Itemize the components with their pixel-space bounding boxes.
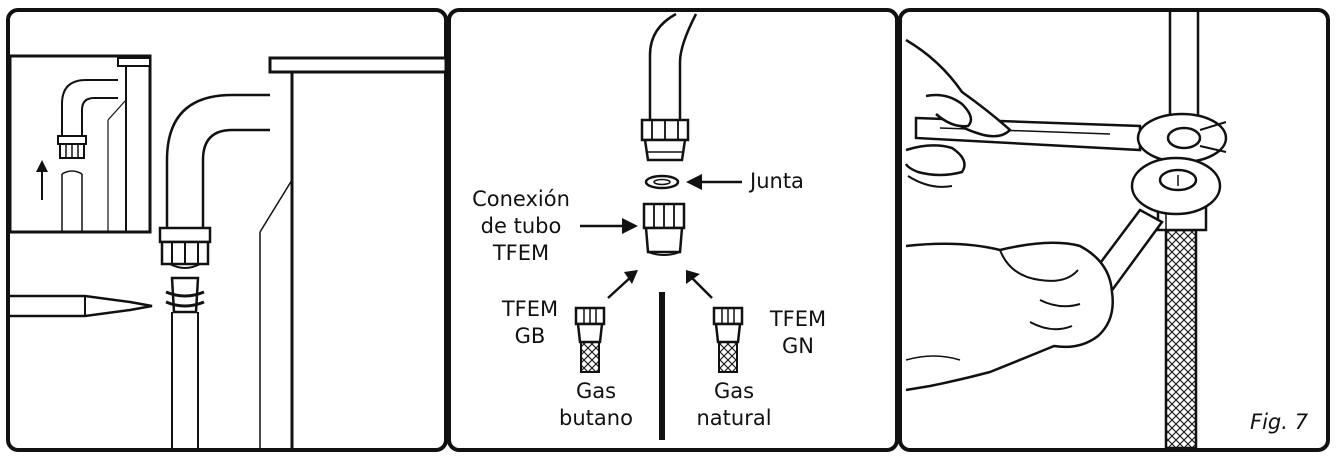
label-tfem-gn: TFEM GN [756,306,840,360]
label-tfem-gn-line-1: TFEM [769,307,827,331]
label-tfem-gn-line-2: GN [782,334,814,358]
panel-3-frame [898,8,1330,452]
figure-label: Fig. 7 [1250,410,1308,434]
label-tfem-gb-line-1: TFEM [501,297,559,321]
braided-hose [1164,228,1198,450]
label-conexion-line-1: Conexión [472,187,570,211]
tfem-gb-fitting [574,306,606,373]
tfem-connector [642,202,686,256]
label-conexion-line-3: TFEM [492,241,550,265]
label-gas-butano-line-1: Gas [575,379,617,403]
label-conexion-tubo-tfem: Conexión de tubo TFEM [458,186,584,267]
label-conexion-line-2: de tubo [480,214,562,238]
label-gas-butano-line-2: butano [559,406,633,430]
label-gas-natural-line-1: Gas [713,379,755,403]
label-tfem-gb-line-2: GB [514,324,546,348]
label-gas-butano: Gas butano [546,378,646,432]
panel-2-connections [447,8,899,452]
upper-hand [904,38,1012,188]
label-gas-natural: Gas natural [684,378,784,432]
panel-3-wrench-tightening [898,8,1330,452]
label-gas-natural-line-2: natural [696,406,772,430]
tfem-gn-fitting [712,306,744,373]
lower-hand [905,241,1114,392]
label-junta: Junta [750,169,804,193]
label-tfem-gb: TFEM GB [488,296,572,350]
panel-1-pipe-removal [6,8,448,452]
